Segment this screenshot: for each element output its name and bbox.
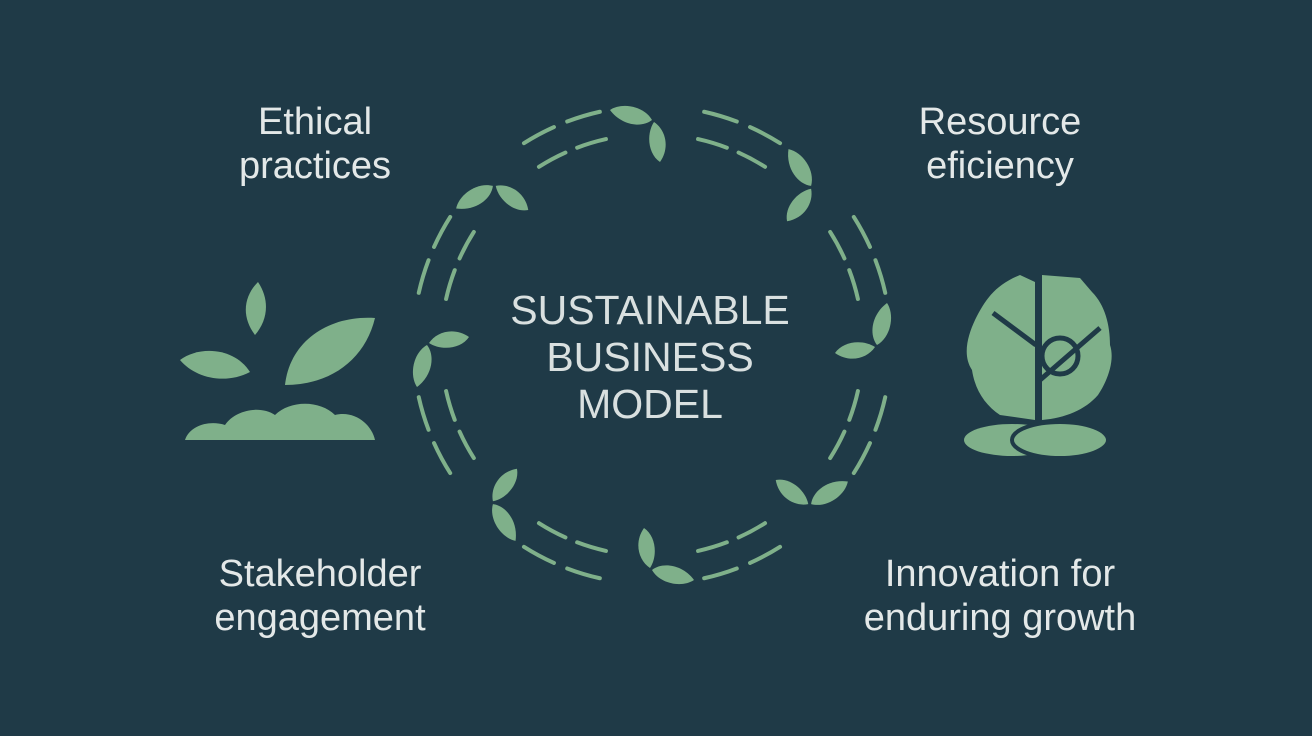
ring-dash [521, 544, 556, 565]
ring-dash [444, 268, 457, 301]
resource-tree-icon [964, 275, 1112, 460]
leaf-pair-icon [775, 479, 848, 505]
ring-dash [416, 395, 431, 432]
ring-dash [575, 540, 608, 553]
leaf-pair-icon [412, 331, 469, 387]
center-title-line: MODEL [577, 381, 723, 427]
center-title-line: BUSINESS [546, 334, 754, 380]
label-line: eficiency [926, 145, 1074, 187]
leaf-pair-icon [638, 528, 694, 585]
leaf-pair-icon [835, 303, 892, 359]
ring-dash [432, 441, 453, 476]
label-line: Resource [918, 101, 1082, 143]
label-line: Stakeholder [218, 553, 422, 595]
label-line: engagement [214, 597, 426, 639]
label-line: Innovation for [884, 553, 1116, 595]
ring-dash [702, 109, 739, 124]
ring-dash [565, 109, 602, 124]
ring-dash [873, 395, 888, 432]
ring-dash [736, 150, 768, 169]
ring-dash [828, 429, 847, 461]
ring-dash [536, 150, 568, 169]
ring-dash [432, 214, 453, 249]
ring-dash [521, 125, 556, 146]
ring-dash [873, 258, 888, 295]
leaf-pair-icon [492, 468, 518, 541]
ring-dash [702, 566, 739, 581]
ring-dash [696, 540, 729, 553]
ring-dash [828, 229, 847, 261]
ring-dash [851, 441, 872, 476]
ring-dash [457, 429, 476, 461]
center-title-line: SUSTAINABLE [510, 287, 790, 333]
ring-dash [565, 566, 602, 581]
ring-dash [847, 389, 860, 422]
ring-dash [748, 125, 783, 146]
label-innovation-growth: Innovation for enduring growth [820, 552, 1180, 640]
ring-dash [416, 258, 431, 295]
ring-dash [736, 521, 768, 540]
center-title: SUSTAINABLE BUSINESS MODEL [460, 287, 840, 428]
ring-dash [457, 229, 476, 261]
dashed-cycle-ring [416, 109, 888, 581]
leaf-pair-icon [456, 185, 529, 211]
label-stakeholder-engagement: Stakeholder engagement [170, 552, 470, 640]
ring-dash [851, 214, 872, 249]
label-line: Ethical [257, 101, 373, 143]
ring-dash [536, 521, 568, 540]
ring-dash [575, 137, 608, 150]
ring-dash [748, 544, 783, 565]
sprout-icon [180, 282, 375, 440]
label-line: enduring growth [863, 597, 1137, 639]
ring-dash [696, 137, 729, 150]
leaf-pair-icon [610, 105, 666, 162]
leaf-pairs [412, 105, 892, 585]
label-resource-efficiency: Resource eficiency [870, 100, 1130, 188]
ring-dash [444, 389, 457, 422]
label-line: practices [238, 145, 392, 187]
label-ethical-practices: Ethical practices [180, 100, 450, 188]
ring-dash [847, 268, 860, 301]
leaf-pair-icon [786, 149, 812, 222]
